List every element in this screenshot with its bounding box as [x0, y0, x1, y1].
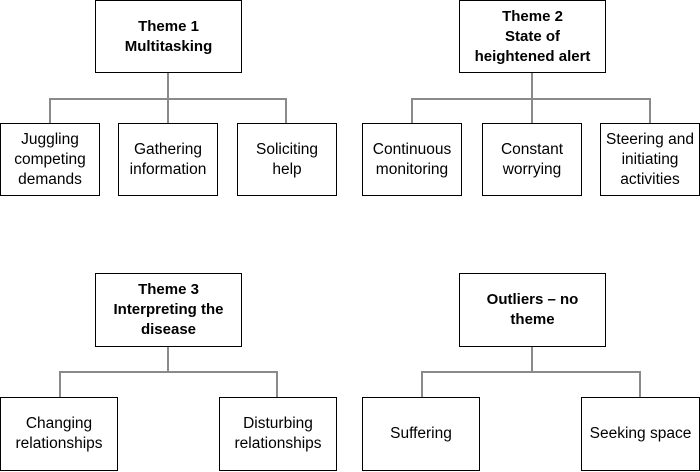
subtheme-box-disturbing-relationships: Disturbing relationships	[219, 397, 337, 471]
subtheme-label: Disturbing relationships	[234, 415, 322, 452]
outliers-box: Outliers – no theme	[459, 273, 606, 347]
subtheme-label: Seeking space	[589, 425, 692, 442]
theme-2-box: Theme 2 State of heightened alert	[459, 0, 606, 73]
theme-1-title: Theme 1 Multitasking	[124, 17, 213, 55]
theme-1-box: Theme 1 Multitasking	[95, 0, 242, 73]
subtheme-box-steering: Steering and initiating activities	[600, 123, 700, 196]
subtheme-label: Soliciting help	[255, 140, 319, 178]
subtheme-box-suffering: Suffering	[362, 397, 480, 471]
theme-2-title: Theme 2 State of heightened alert	[474, 7, 591, 65]
subtheme-label: Juggling competing demands	[14, 130, 86, 188]
outliers-title: Outliers – no theme	[486, 291, 579, 328]
subtheme-label: Gathering information	[129, 140, 207, 178]
subtheme-box-changing-relationships: Changing relationships	[0, 397, 118, 471]
subtheme-box-continuous-monitoring: Continuous monitoring	[362, 123, 462, 196]
subtheme-label: Steering and initiating activities	[606, 130, 694, 188]
subtheme-box-constant-worrying: Constant worrying	[482, 123, 582, 196]
subtheme-box-seeking-space: Seeking space	[581, 397, 700, 471]
subtheme-label: Continuous monitoring	[372, 140, 452, 178]
subtheme-box-soliciting: Soliciting help	[237, 123, 337, 196]
subtheme-label: Constant worrying	[500, 140, 564, 178]
theme-3-box: Theme 3 Interpreting the disease	[95, 273, 242, 347]
subtheme-label: Changing relationships	[15, 415, 103, 452]
theme-3-title: Theme 3 Interpreting the disease	[113, 281, 224, 338]
subtheme-label: Suffering	[390, 425, 452, 442]
subtheme-box-gathering: Gathering information	[118, 123, 218, 196]
subtheme-box-juggling: Juggling competing demands	[0, 123, 100, 196]
